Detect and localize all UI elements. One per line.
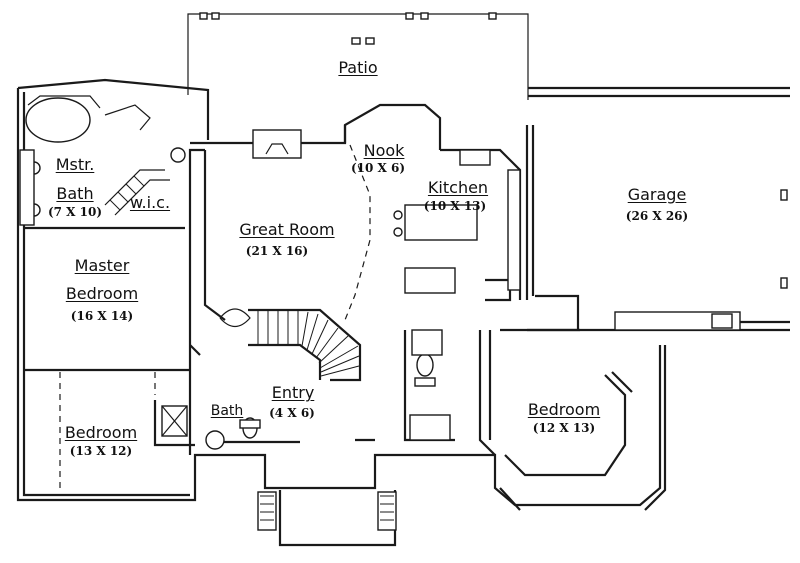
nook-size: (10 X 6) bbox=[350, 161, 406, 175]
master-bath-label-line2: Bath bbox=[56, 184, 94, 203]
master-bath-label-line1: Mstr. bbox=[55, 155, 95, 174]
wic-label: w.i.c. bbox=[129, 193, 171, 212]
bedroom-right-label: Bedroom bbox=[527, 400, 601, 419]
master-bedroom-label-line2: Bedroom bbox=[65, 284, 139, 303]
stairs bbox=[104, 169, 362, 382]
garage-label: Garage bbox=[627, 185, 687, 204]
bedroom-right-size: (12 X 13) bbox=[532, 421, 596, 435]
nook-label: Nook bbox=[363, 141, 405, 160]
great-room-label: Great Room bbox=[239, 220, 335, 239]
entry-label: Entry bbox=[271, 383, 315, 402]
entry-size: (4 X 6) bbox=[269, 406, 315, 420]
master-bedroom-label-line1: Master bbox=[74, 256, 130, 275]
bedroom-left-size: (13 X 12) bbox=[69, 444, 133, 458]
garage-details bbox=[614, 189, 788, 331]
fireplace bbox=[252, 129, 302, 159]
kitchen-size: (10 X 13) bbox=[423, 199, 487, 213]
bedroom-left-label: Bedroom bbox=[64, 423, 138, 442]
entry-porch bbox=[257, 490, 397, 547]
kitchen-label: Kitchen bbox=[427, 178, 489, 197]
kitchen-fixtures bbox=[161, 149, 521, 441]
master-bath-size: (7 X 10) bbox=[47, 205, 103, 219]
bath-label: Bath bbox=[210, 403, 244, 419]
dashed-lines bbox=[59, 144, 371, 490]
great-room-size: (21 X 16) bbox=[245, 244, 309, 258]
patio-label: Patio bbox=[338, 58, 378, 77]
fixtures bbox=[19, 95, 443, 450]
patio-outline bbox=[187, 12, 529, 100]
master-bedroom-size: (16 X 14) bbox=[70, 309, 134, 323]
garage-size: (26 X 26) bbox=[625, 209, 689, 223]
